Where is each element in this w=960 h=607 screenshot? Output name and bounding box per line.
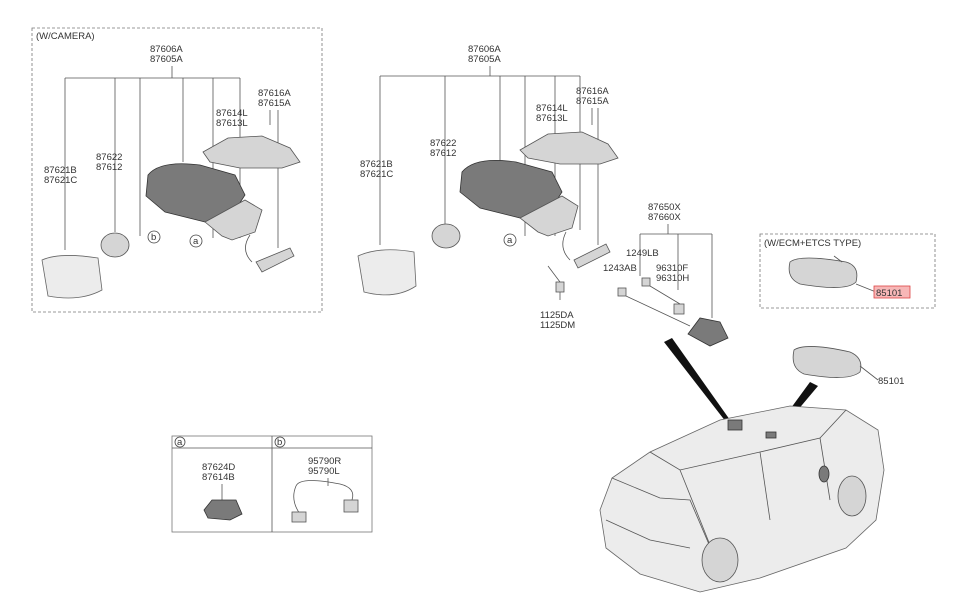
mirror-assy-label-c2[interactable]: 87605A: [468, 54, 501, 65]
side-lamp-part[interactable]: [255, 247, 295, 273]
glass-label-c2[interactable]: 87621C: [360, 169, 393, 180]
screw-label-2[interactable]: 1125DM: [540, 320, 575, 331]
bracket-label-2[interactable]: 96310H: [656, 273, 689, 284]
inside-mirror-leader: [859, 365, 879, 381]
callout-a-left-text: a: [193, 236, 199, 247]
detail-a-label-1[interactable]: 87624D: [202, 462, 235, 473]
mirror-cover-part-c[interactable]: [519, 131, 619, 165]
cover-leader: [269, 110, 279, 248]
callout-b-left-text: b: [151, 232, 156, 243]
ecm-group-title: (W/ECM+ETCS TYPE): [764, 238, 861, 249]
mirror-glass-part-c[interactable]: [357, 249, 417, 296]
glass-label-2[interactable]: 87621C: [44, 175, 77, 186]
mirror-glass-part[interactable]: [41, 255, 103, 299]
ecm-group-box: [759, 233, 936, 309]
housing-label-2[interactable]: 87660X: [648, 212, 681, 223]
camera-housing-part[interactable]: [687, 317, 729, 347]
inside-mirror-ecm-label[interactable]: 85101: [876, 288, 902, 299]
housing-leader: [639, 224, 713, 318]
bolt-b-part[interactable]: [617, 287, 627, 297]
bolt-a-part[interactable]: [641, 277, 651, 287]
actuator-label-c1[interactable]: 87622: [430, 138, 456, 149]
cover-leader-c: [591, 108, 599, 245]
detail-b-connector-1[interactable]: [291, 511, 307, 523]
lamp-label-c2[interactable]: 87613L: [536, 113, 568, 124]
cover-label-2[interactable]: 87615A: [258, 98, 291, 109]
lamp-label-c1[interactable]: 87614L: [536, 103, 568, 114]
screw-part[interactable]: [555, 281, 565, 293]
pointer-wedge-camera: [664, 338, 730, 422]
harness-wire: [245, 234, 253, 263]
detail-b-label-2[interactable]: 95790L: [308, 466, 340, 477]
screw-label-1[interactable]: 1125DA: [540, 310, 574, 321]
mirror-actuator-part[interactable]: [100, 232, 130, 258]
lamp-label-1[interactable]: 87614L: [216, 108, 248, 119]
detail-b-harness: [295, 478, 354, 501]
detail-b-label-1[interactable]: 95790R: [308, 456, 341, 467]
mirror-cover-part[interactable]: [202, 135, 301, 169]
mirror-base-part[interactable]: [204, 199, 263, 241]
cover-label-1[interactable]: 87616A: [258, 88, 291, 99]
glass-label-c1[interactable]: 87621B: [360, 159, 393, 170]
cover-label-c2[interactable]: 87615A: [576, 96, 609, 107]
detail-a-part[interactable]: [203, 499, 243, 521]
actuator-label-c2[interactable]: 87612: [430, 148, 456, 159]
side-lamp-part-c[interactable]: [573, 243, 611, 269]
callout-a-center[interactable]: [503, 233, 517, 247]
mirror-body-part-c[interactable]: [459, 159, 563, 219]
housing-label-1[interactable]: 87650X: [648, 202, 681, 213]
harness-wire-c: [562, 231, 571, 261]
camera-group-box: [31, 27, 323, 313]
bolt-a-label[interactable]: 1249LB: [626, 248, 659, 259]
detail-a-callout[interactable]: [174, 436, 186, 448]
mirror-assy-label-1[interactable]: 87606A: [150, 44, 183, 55]
mirror-assy-label-2[interactable]: 87605A: [150, 54, 183, 65]
mirror-assy-label-c1[interactable]: 87606A: [468, 44, 501, 55]
bracket-part[interactable]: [673, 303, 685, 315]
camera-group-title: (W/CAMERA): [36, 31, 95, 42]
actuator-label-1[interactable]: 87622: [96, 152, 122, 163]
bolt-b-label[interactable]: 1243AB: [603, 263, 637, 274]
inside-mirror-ecm-highlight[interactable]: [873, 285, 911, 299]
detail-a-label-2[interactable]: 87614B: [202, 472, 235, 483]
inside-mirror-label[interactable]: 85101: [878, 376, 904, 387]
detail-a-callout-text: a: [177, 437, 183, 448]
cover-label-c1[interactable]: 87616A: [576, 86, 609, 97]
ecm-leader: [833, 255, 877, 293]
detail-b-connector-2[interactable]: [343, 499, 359, 513]
detail-b-callout-text: b: [277, 437, 282, 448]
detail-b-callout[interactable]: [274, 436, 286, 448]
callout-b-left[interactable]: [147, 230, 161, 244]
vehicle-illustration: [599, 405, 885, 593]
callout-a-left[interactable]: [189, 234, 203, 248]
mirror-base-part-c[interactable]: [519, 195, 579, 237]
assembly-lines: [625, 285, 691, 327]
mirror-actuator-part-c[interactable]: [431, 223, 461, 249]
glass-label-1[interactable]: 87621B: [44, 165, 77, 176]
actuator-label-2[interactable]: 87612: [96, 162, 122, 173]
lamp-label-2[interactable]: 87613L: [216, 118, 248, 129]
inside-mirror-part[interactable]: [792, 346, 862, 378]
callout-a-center-text: a: [507, 235, 513, 246]
bracket-label-1[interactable]: 96310F: [656, 263, 688, 274]
inside-mirror-ecm-part[interactable]: [788, 257, 858, 288]
mirror-body-part[interactable]: [145, 163, 246, 223]
